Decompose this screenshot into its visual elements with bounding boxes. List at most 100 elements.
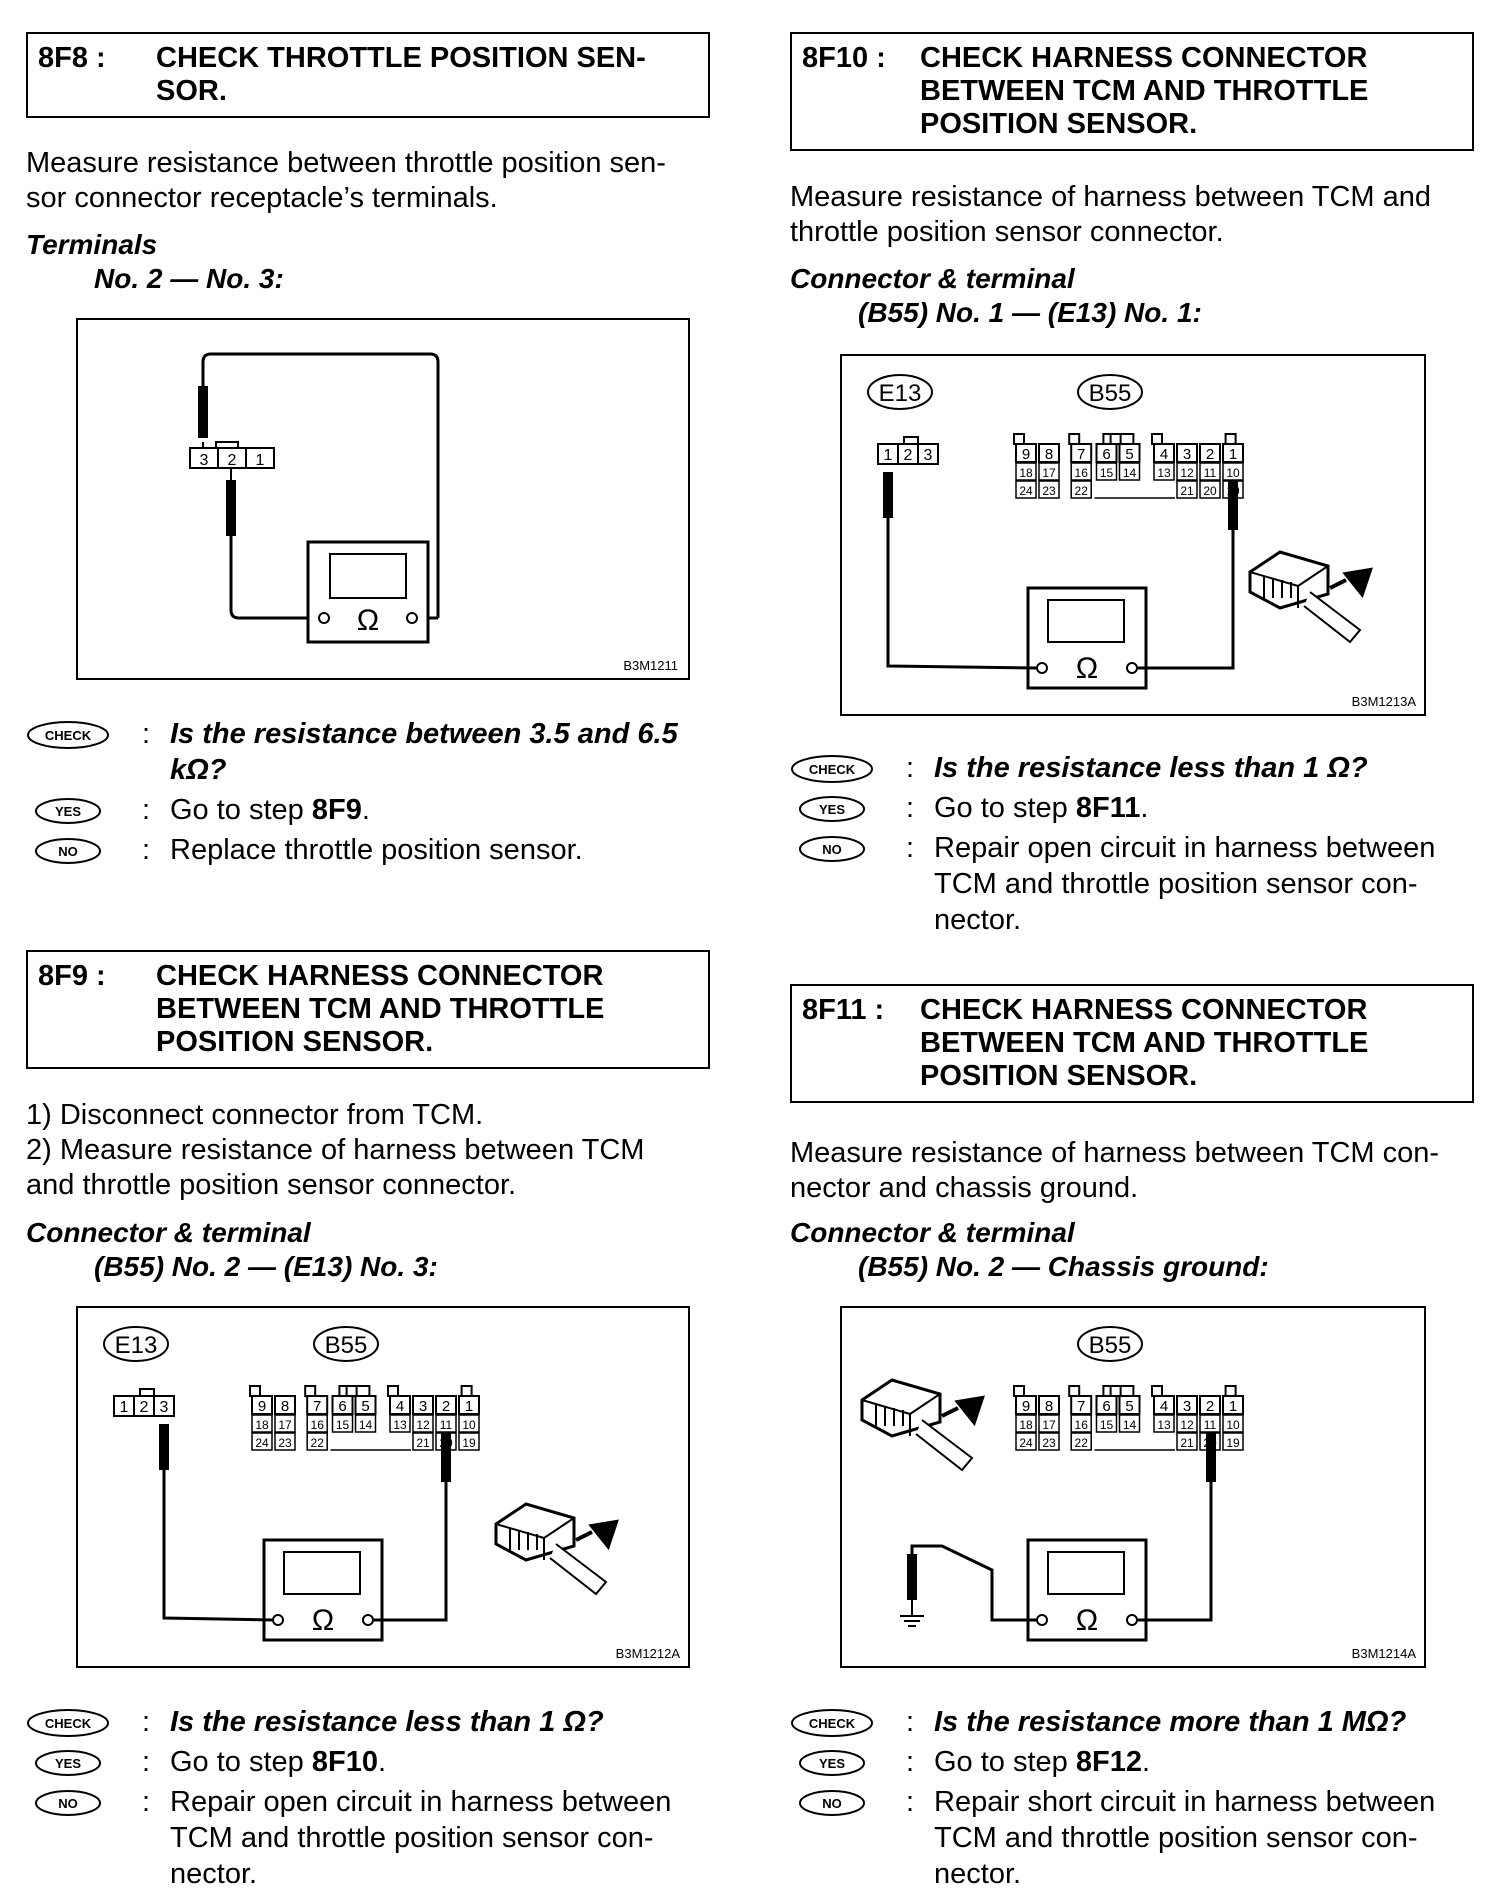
pin-label: 13 — [393, 1418, 407, 1432]
pin-label: 18 — [255, 1418, 269, 1432]
connector-pin — [1070, 1414, 1092, 1433]
connector-pin — [1070, 1395, 1093, 1415]
yes-step-ref[interactable]: 8F11 — [1075, 792, 1141, 824]
ohm-symbol: Ω — [1076, 652, 1098, 685]
pin-label: 24 — [1019, 1436, 1033, 1450]
pin-label: 8 — [1045, 1398, 1053, 1415]
connector-pin — [1038, 1432, 1060, 1451]
pin-label: 17 — [1042, 1418, 1056, 1432]
connector-pin — [306, 1414, 328, 1433]
title-line: POSITION SENSOR. — [920, 108, 1198, 140]
connector-pin — [306, 1432, 328, 1451]
connector-pin — [1095, 443, 1118, 463]
terminals-spec: No. 2 — No. 3: — [94, 263, 284, 294]
pin-label: 10 — [1226, 1418, 1240, 1432]
probe — [1206, 1432, 1216, 1482]
connector-pin — [1199, 1395, 1221, 1415]
tps-resistance-diagram: 3 2 1 Ω B3M1211 — [189, 352, 678, 673]
probe — [226, 480, 236, 536]
pin-label: 16 — [1075, 1418, 1089, 1432]
e13-label: E13 — [115, 1332, 158, 1359]
pin-label: 1 — [1229, 446, 1237, 463]
pin-label: 12 — [1180, 1418, 1194, 1432]
connector-pin — [412, 1395, 434, 1415]
connector-pin — [1095, 462, 1118, 481]
connector-pin — [917, 443, 939, 465]
connector-pin — [1176, 1395, 1198, 1415]
terminals-label: Terminals — [26, 229, 158, 260]
pin-label: 15 — [336, 1418, 350, 1432]
no-row: NO : Repair short circuit in harness bet… — [790, 1784, 1480, 1890]
connector-pin — [1015, 1414, 1037, 1433]
pin-label: 7 — [1077, 446, 1085, 463]
pin-label: 18 — [1019, 1418, 1033, 1432]
step-8f10-title: CHECK HARNESS CONNECTOR BETWEEN TCM AND … — [920, 42, 1368, 141]
svg-text:NO: NO — [822, 1796, 842, 1811]
step-8f10-results: CHECK : Is the resistance less than 1 Ω?… — [790, 750, 1480, 936]
svg-text:CHECK: CHECK — [45, 1716, 92, 1731]
pin-label: 3 — [924, 447, 933, 464]
harness-plug-icon — [494, 1502, 619, 1596]
figure-code: B3M1213A — [1352, 694, 1417, 709]
pin-label: 1 — [884, 447, 893, 464]
step-8f8-results: CHECK : Is the resistance between 3.5 an… — [26, 716, 716, 872]
connector-terminal-spec: (B55) No. 2 — (E13) No. 3: — [94, 1251, 438, 1282]
pin-label: 9 — [258, 1398, 266, 1415]
connector-pin — [331, 1395, 354, 1415]
connector-pin — [1176, 1414, 1198, 1433]
pin-label: 2 — [442, 1398, 450, 1415]
pin-label: 3 — [1183, 446, 1191, 463]
step-8f11-title: CHECK HARNESS CONNECTOR BETWEEN TCM AND … — [920, 994, 1368, 1093]
probe — [441, 1432, 451, 1482]
svg-text:CHECK: CHECK — [809, 1716, 856, 1731]
yes-step-ref[interactable]: 8F10 — [311, 1746, 378, 1778]
check-question: Is the resistance more than 1 MΩ? — [934, 1706, 1407, 1738]
connector-pin — [331, 1414, 354, 1433]
pin-label: 2 — [904, 447, 913, 464]
pin-label: 4 — [396, 1398, 404, 1415]
no-row: NO : Repair open circuit in harness betw… — [790, 830, 1480, 936]
pin-label: 6 — [1102, 1398, 1110, 1415]
intro-line: nector and chassis ground. — [790, 1172, 1139, 1204]
connector-pin — [1015, 480, 1037, 499]
pin-label: 16 — [311, 1418, 325, 1432]
connector-pin — [1199, 480, 1221, 499]
check-badge-icon: CHECK — [791, 1709, 873, 1737]
step-8f10-header: 8F10 : CHECK HARNESS CONNECTOR BETWEEN T… — [790, 32, 1474, 151]
connector-pin — [1118, 462, 1141, 481]
yes-badge-icon: YES — [35, 1750, 101, 1776]
connector-pin — [1199, 443, 1221, 463]
check-row-cont: kΩ? — [26, 754, 716, 792]
svg-text:YES: YES — [55, 1756, 81, 1771]
pin-label: 9 — [1022, 1398, 1030, 1415]
pin-label: 5 — [361, 1398, 369, 1415]
pin-label: 3 — [1183, 1398, 1191, 1415]
pin-label: 22 — [1075, 1436, 1089, 1450]
pin-label: 15 — [1100, 466, 1114, 480]
intro-line: Measure resistance of harness between TC… — [790, 181, 1432, 213]
svg-text:NO: NO — [58, 844, 78, 859]
connector-pin — [1015, 443, 1037, 463]
pin-label: 3 — [419, 1398, 427, 1415]
yes-step-ref[interactable]: 8F12 — [1075, 1746, 1142, 1778]
connector-pin — [274, 1414, 296, 1433]
pin-label: 19 — [1226, 1436, 1240, 1450]
pin-label: 10 — [462, 1418, 476, 1432]
title-line: CHECK HARNESS CONNECTOR — [920, 994, 1368, 1026]
pin-label: 4 — [1160, 1398, 1168, 1415]
b55-label-oval — [1077, 1326, 1143, 1362]
title-line: POSITION SENSOR. — [920, 1060, 1198, 1092]
no-badge-icon: NO — [799, 1790, 865, 1816]
e13-label-oval — [867, 374, 933, 410]
pin-label: 17 — [1042, 466, 1056, 480]
pin-label: 14 — [359, 1418, 373, 1432]
intro-line: sor connector receptacle’s terminals. — [26, 182, 498, 214]
check-question: Is the resistance between 3.5 and 6.5 — [170, 718, 678, 750]
b55-label-oval — [313, 1326, 379, 1362]
yes-badge-icon: YES — [799, 796, 865, 822]
pin-label: 2 — [140, 1399, 149, 1416]
connector-pin — [389, 1414, 411, 1433]
yes-step-ref[interactable]: 8F9 — [311, 794, 362, 826]
step-8f11-intro: Measure resistance of harness between TC… — [790, 1136, 1480, 1206]
no-row: NO : Replace throttle position sensor. — [26, 832, 716, 872]
